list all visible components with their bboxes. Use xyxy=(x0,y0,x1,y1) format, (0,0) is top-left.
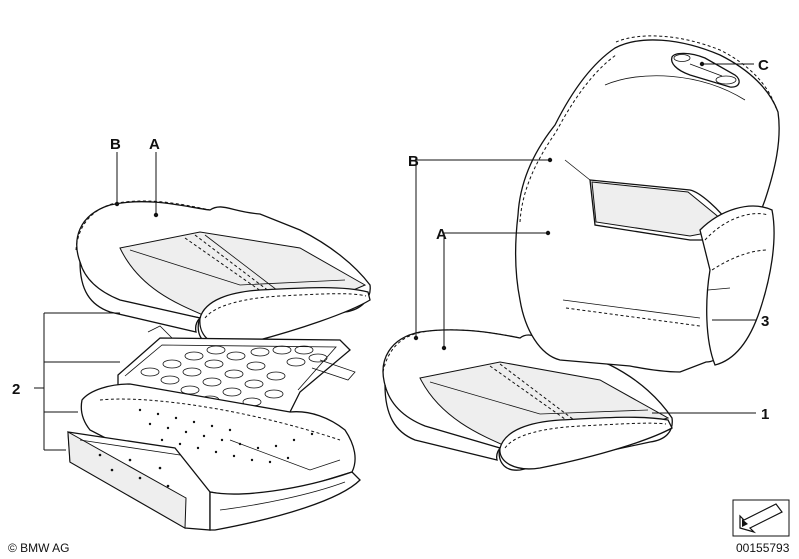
label-b-left: B xyxy=(110,136,121,153)
frame-holes xyxy=(98,453,170,488)
callouts xyxy=(34,61,756,451)
seat-cushion-cover-right xyxy=(382,329,673,471)
heating-mat-grid xyxy=(140,345,328,415)
label-a-right: A xyxy=(436,226,447,243)
copyright-text: © BMW AG xyxy=(8,541,70,555)
view-direction-box xyxy=(732,499,790,537)
label-c: C xyxy=(758,57,769,74)
label-a-left: A xyxy=(149,136,160,153)
label-3: 3 xyxy=(761,313,769,330)
label-b-right: B xyxy=(408,153,419,170)
headrest-guide-holes xyxy=(670,52,740,88)
label-2: 2 xyxy=(12,381,20,398)
diagram-number: 00155793 xyxy=(736,541,790,555)
seat-cushion-cover-left xyxy=(75,200,371,347)
label-1: 1 xyxy=(761,406,769,423)
arrow-icon xyxy=(739,503,783,534)
backrest-cover xyxy=(514,35,780,373)
seat-foam-and-frame-stack xyxy=(67,325,361,531)
